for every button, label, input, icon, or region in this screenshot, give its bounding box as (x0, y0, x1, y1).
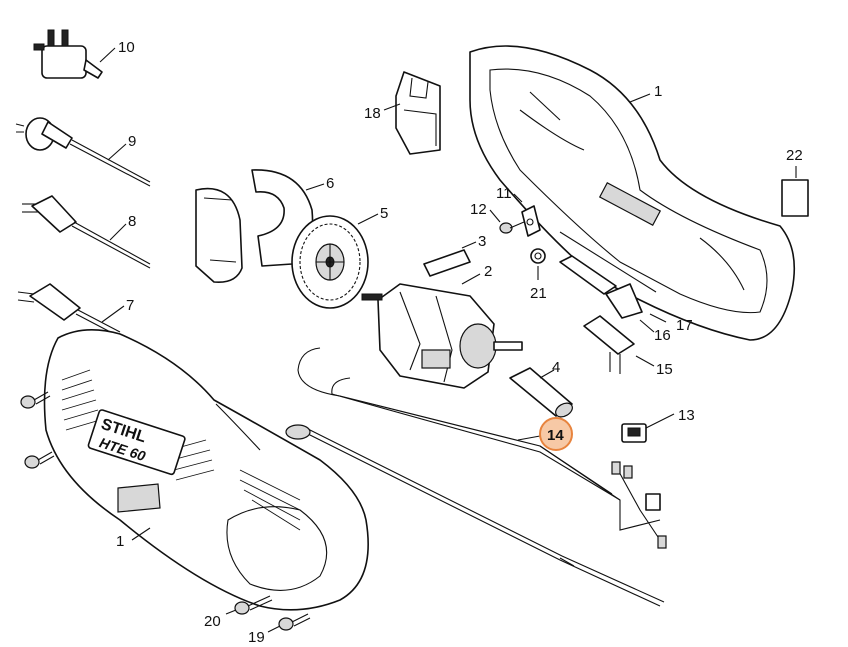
carbon-brush-part[interactable] (423, 249, 471, 277)
callout-labels: 10 9 8 7 18 1 22 6 5 11 12 3 2 21 16 17 … (116, 39, 803, 646)
brand-logo: STIHL HTE 60 (87, 409, 186, 476)
power-cable-part[interactable] (17, 283, 665, 607)
fan-cover-part[interactable] (195, 169, 314, 284)
callout-17: 17 (676, 317, 693, 334)
rocker-switch-part[interactable] (621, 423, 647, 443)
housing-screw-upper-left[interactable] (20, 391, 51, 409)
callout-11: 11 (496, 185, 512, 202)
wiring-harness-part[interactable] (297, 347, 667, 549)
callout-14-highlight[interactable] (539, 417, 573, 451)
callout-16: 16 (654, 327, 671, 344)
housing-shell-rear-part[interactable] (469, 45, 796, 341)
electric-motor-part[interactable] (361, 283, 523, 389)
callout-19: 19 (248, 629, 265, 646)
uk-plug-part[interactable] (33, 29, 103, 79)
callout-8: 8 (128, 213, 136, 230)
fan-impeller-part[interactable] (291, 215, 369, 309)
callout-7: 7 (126, 297, 134, 314)
europlug-part[interactable] (22, 195, 151, 269)
housing-shell-front-part[interactable]: STIHL HTE 60 (43, 329, 369, 611)
callout-10: 10 (118, 39, 135, 56)
switch-rod-part[interactable] (559, 231, 657, 295)
euro-round-plug-part[interactable] (15, 117, 151, 187)
switch-lever-part[interactable] (605, 283, 643, 319)
shaft-sleeve-part[interactable] (509, 367, 575, 420)
callout-15: 15 (656, 361, 673, 378)
retaining-bracket-part[interactable] (521, 205, 541, 237)
callout-13: 13 (678, 407, 695, 424)
callout-12: 12 (470, 201, 487, 218)
callout-2: 2 (484, 263, 492, 280)
switch-cover-part[interactable] (395, 71, 441, 155)
callout-14: 14 (547, 427, 564, 444)
vent-grille-front (61, 369, 301, 531)
housing-screw-19-part[interactable] (278, 613, 311, 631)
callout-3: 3 (478, 233, 486, 250)
callout-20: 20 (204, 613, 221, 630)
callout-1-rear: 1 (654, 83, 662, 100)
washer-part[interactable] (530, 248, 546, 264)
callout-6: 6 (326, 175, 334, 192)
callout-1-front: 1 (116, 533, 124, 550)
callout-22: 22 (786, 147, 803, 164)
callout-4: 4 (552, 359, 560, 376)
small-screw-part[interactable] (499, 221, 525, 234)
callout-18: 18 (364, 105, 381, 122)
callout-5: 5 (380, 205, 388, 222)
callout-21: 21 (530, 285, 547, 302)
housing-screw-lower-left[interactable] (24, 451, 55, 469)
callout-9: 9 (128, 133, 136, 150)
label-plate-part[interactable] (781, 179, 809, 217)
housing-screw-20-part[interactable] (234, 595, 273, 615)
microswitch-part[interactable] (583, 315, 635, 374)
